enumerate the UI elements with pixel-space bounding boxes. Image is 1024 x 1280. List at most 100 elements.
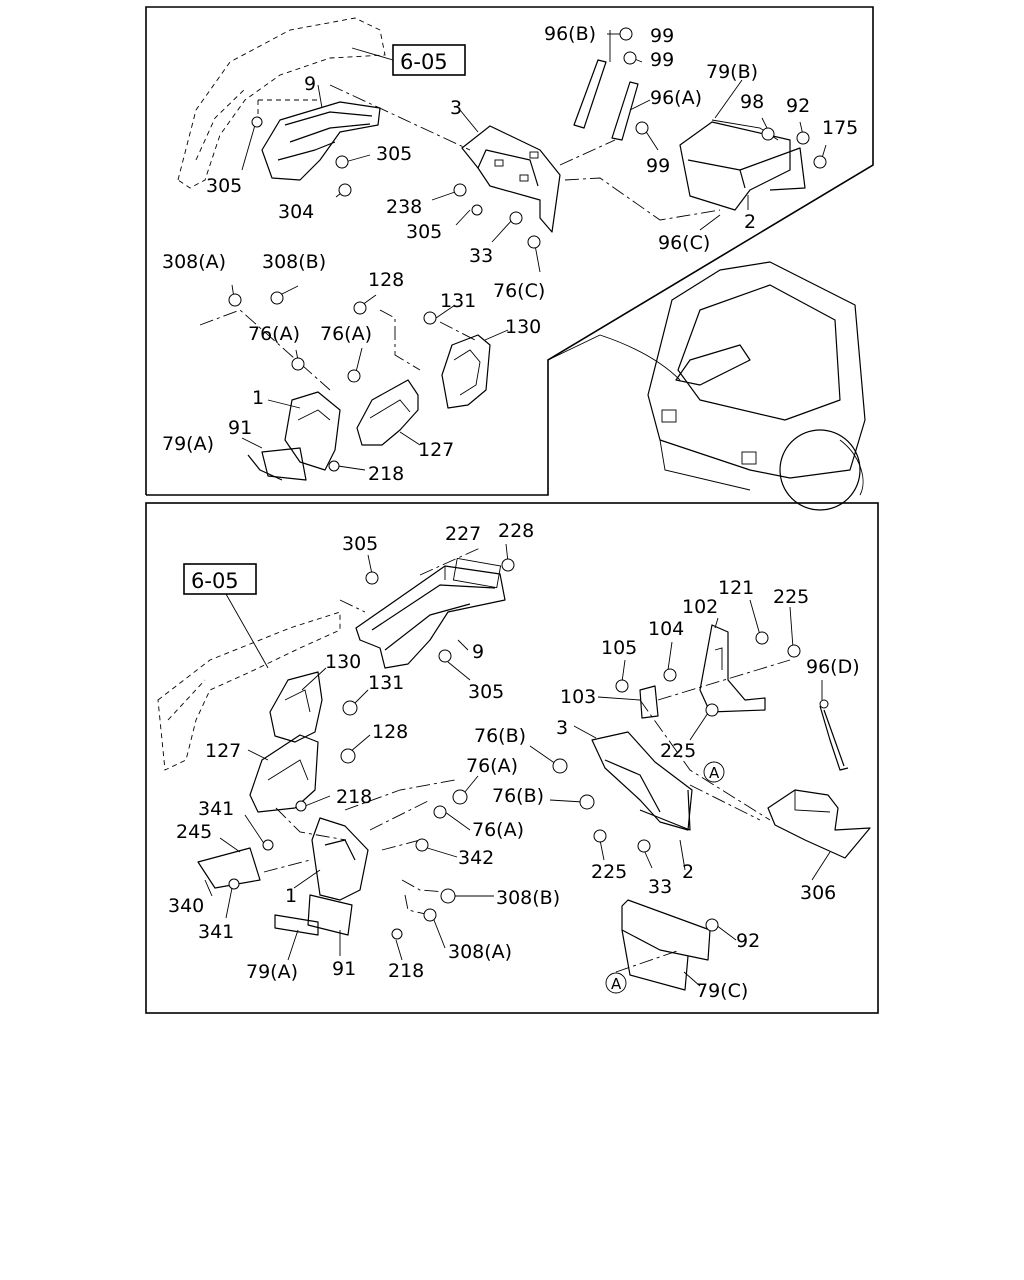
panel-top-frame: [145, 6, 874, 496]
label-245: 245: [176, 821, 212, 843]
label-305: 305: [468, 681, 504, 703]
part-9-step-bottom: [355, 557, 506, 669]
label-92: 92: [786, 95, 810, 117]
ref-box-bottom: 6-05: [183, 563, 269, 669]
label-91: 91: [332, 958, 356, 980]
label-99: 99: [650, 49, 674, 71]
circle-marker-a-1: A: [703, 761, 725, 783]
label-130: 130: [505, 316, 541, 338]
label-96a: 96(A): [650, 87, 702, 109]
part-9-step: [261, 101, 381, 181]
label-79c: 79(C): [696, 980, 748, 1002]
label-308a: 308(A): [162, 251, 226, 273]
labels-bottom: 305 227 228 9 305 130 131 127 128 218 34…: [168, 520, 860, 1002]
label-2: 2: [744, 211, 756, 233]
label-131: 131: [368, 672, 404, 694]
label-76a: 76(A): [320, 323, 372, 345]
leader-lines-bottom: [204, 543, 831, 987]
label-9: 9: [472, 641, 484, 663]
part-96d-rod: [819, 705, 849, 771]
label-305: 305: [376, 143, 412, 165]
label-102: 102: [682, 596, 718, 618]
part-79b-plate: [679, 119, 806, 211]
ref-box-top: 6-05: [351, 44, 466, 76]
circle-marker-a-text: A: [709, 764, 720, 782]
cab-illustration: [599, 261, 866, 511]
label-308a: 308(A): [448, 941, 512, 963]
label-127: 127: [205, 740, 241, 762]
label-342: 342: [458, 847, 494, 869]
label-79a: 79(A): [162, 433, 214, 455]
label-227: 227: [445, 523, 481, 545]
label-308b: 308(B): [262, 251, 326, 273]
label-96b: 96(B): [544, 23, 596, 45]
ref-box-top-label: 6-05: [400, 50, 448, 74]
label-225: 225: [773, 586, 809, 608]
panel-top: 6-05: [145, 6, 874, 511]
label-304: 304: [278, 201, 314, 223]
part-3-bracket: [461, 125, 561, 233]
label-9: 9: [304, 73, 316, 95]
part-1-bracket: [247, 391, 341, 481]
label-130: 130: [325, 651, 361, 673]
part-3-bracket-bottom: [591, 731, 693, 831]
label-99: 99: [650, 25, 674, 47]
bolts-top: [228, 27, 827, 472]
label-341: 341: [198, 921, 234, 943]
label-341: 341: [198, 798, 234, 820]
label-3: 3: [556, 717, 568, 739]
label-305: 305: [342, 533, 378, 555]
labels-top: 96(B) 99 99 79(B) 96(A) 98 92 175 9 3 30…: [162, 23, 858, 485]
label-121: 121: [718, 577, 754, 599]
label-76a: 76(A): [472, 819, 524, 841]
label-76b: 76(B): [492, 785, 544, 807]
label-218: 218: [388, 960, 424, 982]
label-1: 1: [252, 387, 264, 409]
label-305: 305: [206, 175, 242, 197]
label-103: 103: [560, 686, 596, 708]
label-76c: 76(C): [493, 280, 545, 302]
label-104: 104: [648, 618, 684, 640]
panel-bottom-frame: [145, 502, 879, 1014]
label-305: 305: [406, 221, 442, 243]
label-79a: 79(A): [246, 961, 298, 983]
part-130-cover-bottom: [269, 671, 323, 743]
label-175: 175: [822, 117, 858, 139]
part-79c-mudguard: [621, 899, 711, 991]
bolts-bottom: [228, 558, 829, 940]
label-128: 128: [372, 721, 408, 743]
label-3: 3: [450, 97, 462, 119]
panel-bottom: 6-05: [145, 502, 879, 1014]
label-99: 99: [646, 155, 670, 177]
label-127: 127: [418, 439, 454, 461]
part-127-panel-bottom: [249, 734, 319, 813]
label-76b: 76(B): [474, 725, 526, 747]
label-33: 33: [469, 245, 493, 267]
label-91: 91: [228, 417, 252, 439]
label-131: 131: [440, 290, 476, 312]
label-1: 1: [285, 885, 297, 907]
label-76a: 76(A): [248, 323, 300, 345]
label-105: 105: [601, 637, 637, 659]
label-92: 92: [736, 930, 760, 952]
circle-marker-a-text: A: [611, 975, 622, 993]
label-128: 128: [368, 269, 404, 291]
label-76a: 76(A): [466, 755, 518, 777]
label-340: 340: [168, 895, 204, 917]
part-103-plate: [639, 685, 659, 719]
label-308b: 308(B): [496, 887, 560, 909]
ref-box-bottom-label: 6-05: [191, 569, 239, 593]
label-98: 98: [740, 91, 764, 113]
label-2: 2: [682, 861, 694, 883]
part-1-bracket-bottom: [197, 817, 369, 936]
part-96-stays: [573, 30, 639, 141]
label-33: 33: [648, 876, 672, 898]
circle-marker-a-2: A: [605, 972, 627, 994]
part-306-bracket: [767, 789, 871, 859]
label-306: 306: [800, 882, 836, 904]
label-218: 218: [336, 786, 372, 808]
part-127-panel: [356, 379, 419, 446]
part-102-bracket: [699, 624, 766, 713]
part-130-cover: [441, 334, 491, 409]
